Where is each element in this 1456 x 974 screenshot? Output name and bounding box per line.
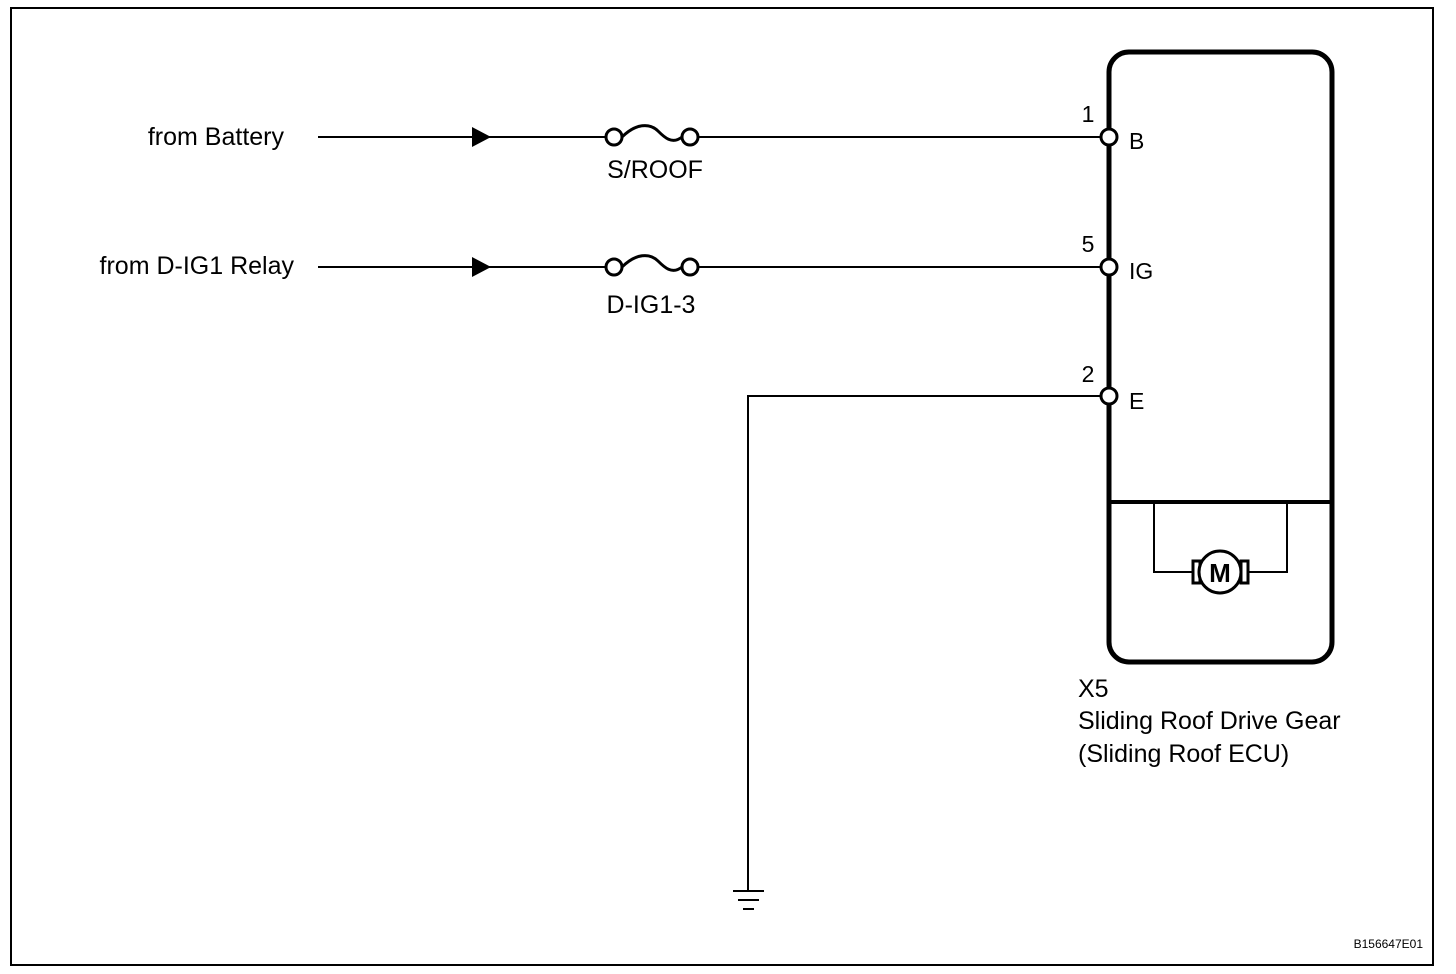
pin-terminal-icon	[1099, 257, 1119, 277]
figure-reference: B156647E01	[1354, 937, 1424, 951]
pin-1-number: 1	[1082, 101, 1095, 127]
component-subname: (Sliding Roof ECU)	[1078, 740, 1289, 768]
pin-2-number: 2	[1082, 361, 1095, 387]
circuit-battery: from Battery S/ROOF 1 B	[148, 101, 1145, 184]
diagram-frame	[10, 7, 1434, 966]
source-battery-label: from Battery	[148, 123, 285, 151]
pin-ig-label: IG	[1129, 258, 1153, 284]
fuse-icon	[604, 124, 700, 147]
connector-label: X5	[1078, 675, 1109, 703]
pin-terminal-icon	[1099, 127, 1119, 147]
pin-terminal-icon	[1099, 386, 1119, 406]
fuse-dig1-3-label: D-IG1-3	[607, 291, 696, 319]
circuit-ground: 2 E	[733, 361, 1144, 910]
arrow-right-icon	[472, 257, 491, 277]
component-name: Sliding Roof Drive Gear	[1078, 707, 1341, 735]
fuse-icon	[604, 254, 700, 277]
circuit-dig1-relay: from D-IG1 Relay D-IG1-3 5 IG	[100, 231, 1154, 319]
pin-e-label: E	[1129, 388, 1144, 414]
pin-b-label: B	[1129, 128, 1144, 154]
motor-icon: M	[1153, 504, 1288, 595]
ground-icon	[733, 890, 764, 910]
source-dig1-relay-label: from D-IG1 Relay	[100, 252, 295, 280]
arrow-right-icon	[472, 127, 491, 147]
motor-label: M	[1209, 558, 1231, 588]
ecu-body	[1106, 49, 1335, 665]
ecu-component: M X5 Sliding Roof Drive Gear (Sliding Ro…	[1078, 49, 1341, 768]
pin-5-number: 5	[1082, 231, 1095, 257]
fuse-sroof-label: S/ROOF	[607, 156, 703, 184]
